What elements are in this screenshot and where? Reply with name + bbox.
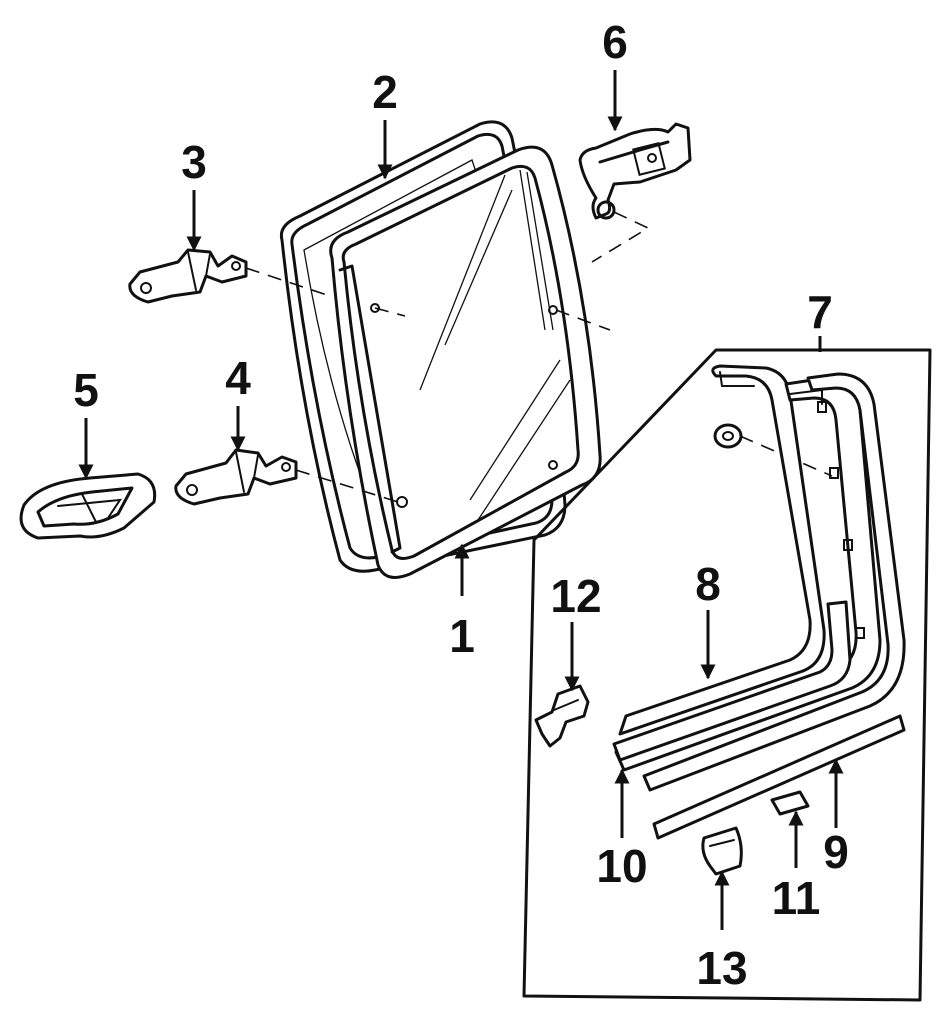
callout-12: 12 <box>550 570 601 622</box>
callout-1: 1 <box>449 610 475 662</box>
weatherstrip-part-9 <box>652 714 906 840</box>
callout-2: 2 <box>372 66 398 118</box>
callout-8: 8 <box>695 558 721 610</box>
stud-pins <box>817 401 865 639</box>
run-channel-front <box>642 372 906 792</box>
clip-part-13 <box>701 826 743 876</box>
hinge-bracket-part-4 <box>174 448 298 506</box>
callout-11: 11 <box>772 872 821 924</box>
hinge-cover-part-5 <box>19 472 157 540</box>
kit-box-part-7 <box>522 348 932 1002</box>
window-latch-part-6 <box>578 122 692 220</box>
callout-13: 13 <box>696 942 747 994</box>
clip-part-12 <box>534 684 590 748</box>
callout-labels: 1 2 3 4 5 6 7 8 9 10 11 12 13 <box>73 16 849 994</box>
callout-9: 9 <box>823 826 849 878</box>
callout-4: 4 <box>225 352 251 404</box>
leader-lines <box>78 70 844 930</box>
grommet <box>713 423 743 449</box>
belt-weatherstrip-part-10 <box>612 600 852 762</box>
clip-part-11 <box>770 790 810 816</box>
run-channel-part-8 <box>618 364 826 736</box>
window-glass-part-1 <box>329 145 602 579</box>
callout-7: 7 <box>807 286 833 338</box>
callout-5: 5 <box>73 364 99 416</box>
callout-10: 10 <box>596 840 647 892</box>
callout-6: 6 <box>602 16 628 68</box>
hinge-bracket-part-3 <box>128 248 248 304</box>
callout-3: 3 <box>181 136 207 188</box>
